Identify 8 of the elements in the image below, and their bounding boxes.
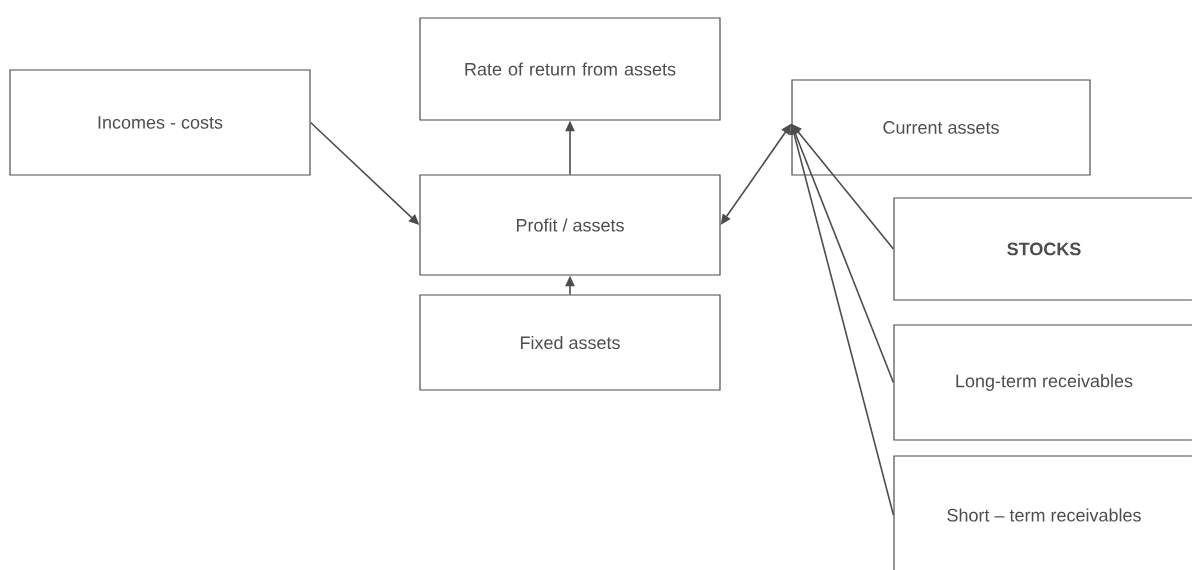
process-box: Long-term receivables [893, 324, 1192, 441]
process-box: Short – term receivables [893, 455, 1192, 570]
process-box: STOCKS [893, 197, 1192, 301]
process-box: Fixed assets [419, 294, 721, 391]
process-box: Profit / assets [419, 174, 721, 276]
process-box: Current assets [791, 79, 1091, 176]
process-box: Rate of return from assets [419, 17, 721, 121]
process-box: Incomes - costs [9, 69, 311, 176]
